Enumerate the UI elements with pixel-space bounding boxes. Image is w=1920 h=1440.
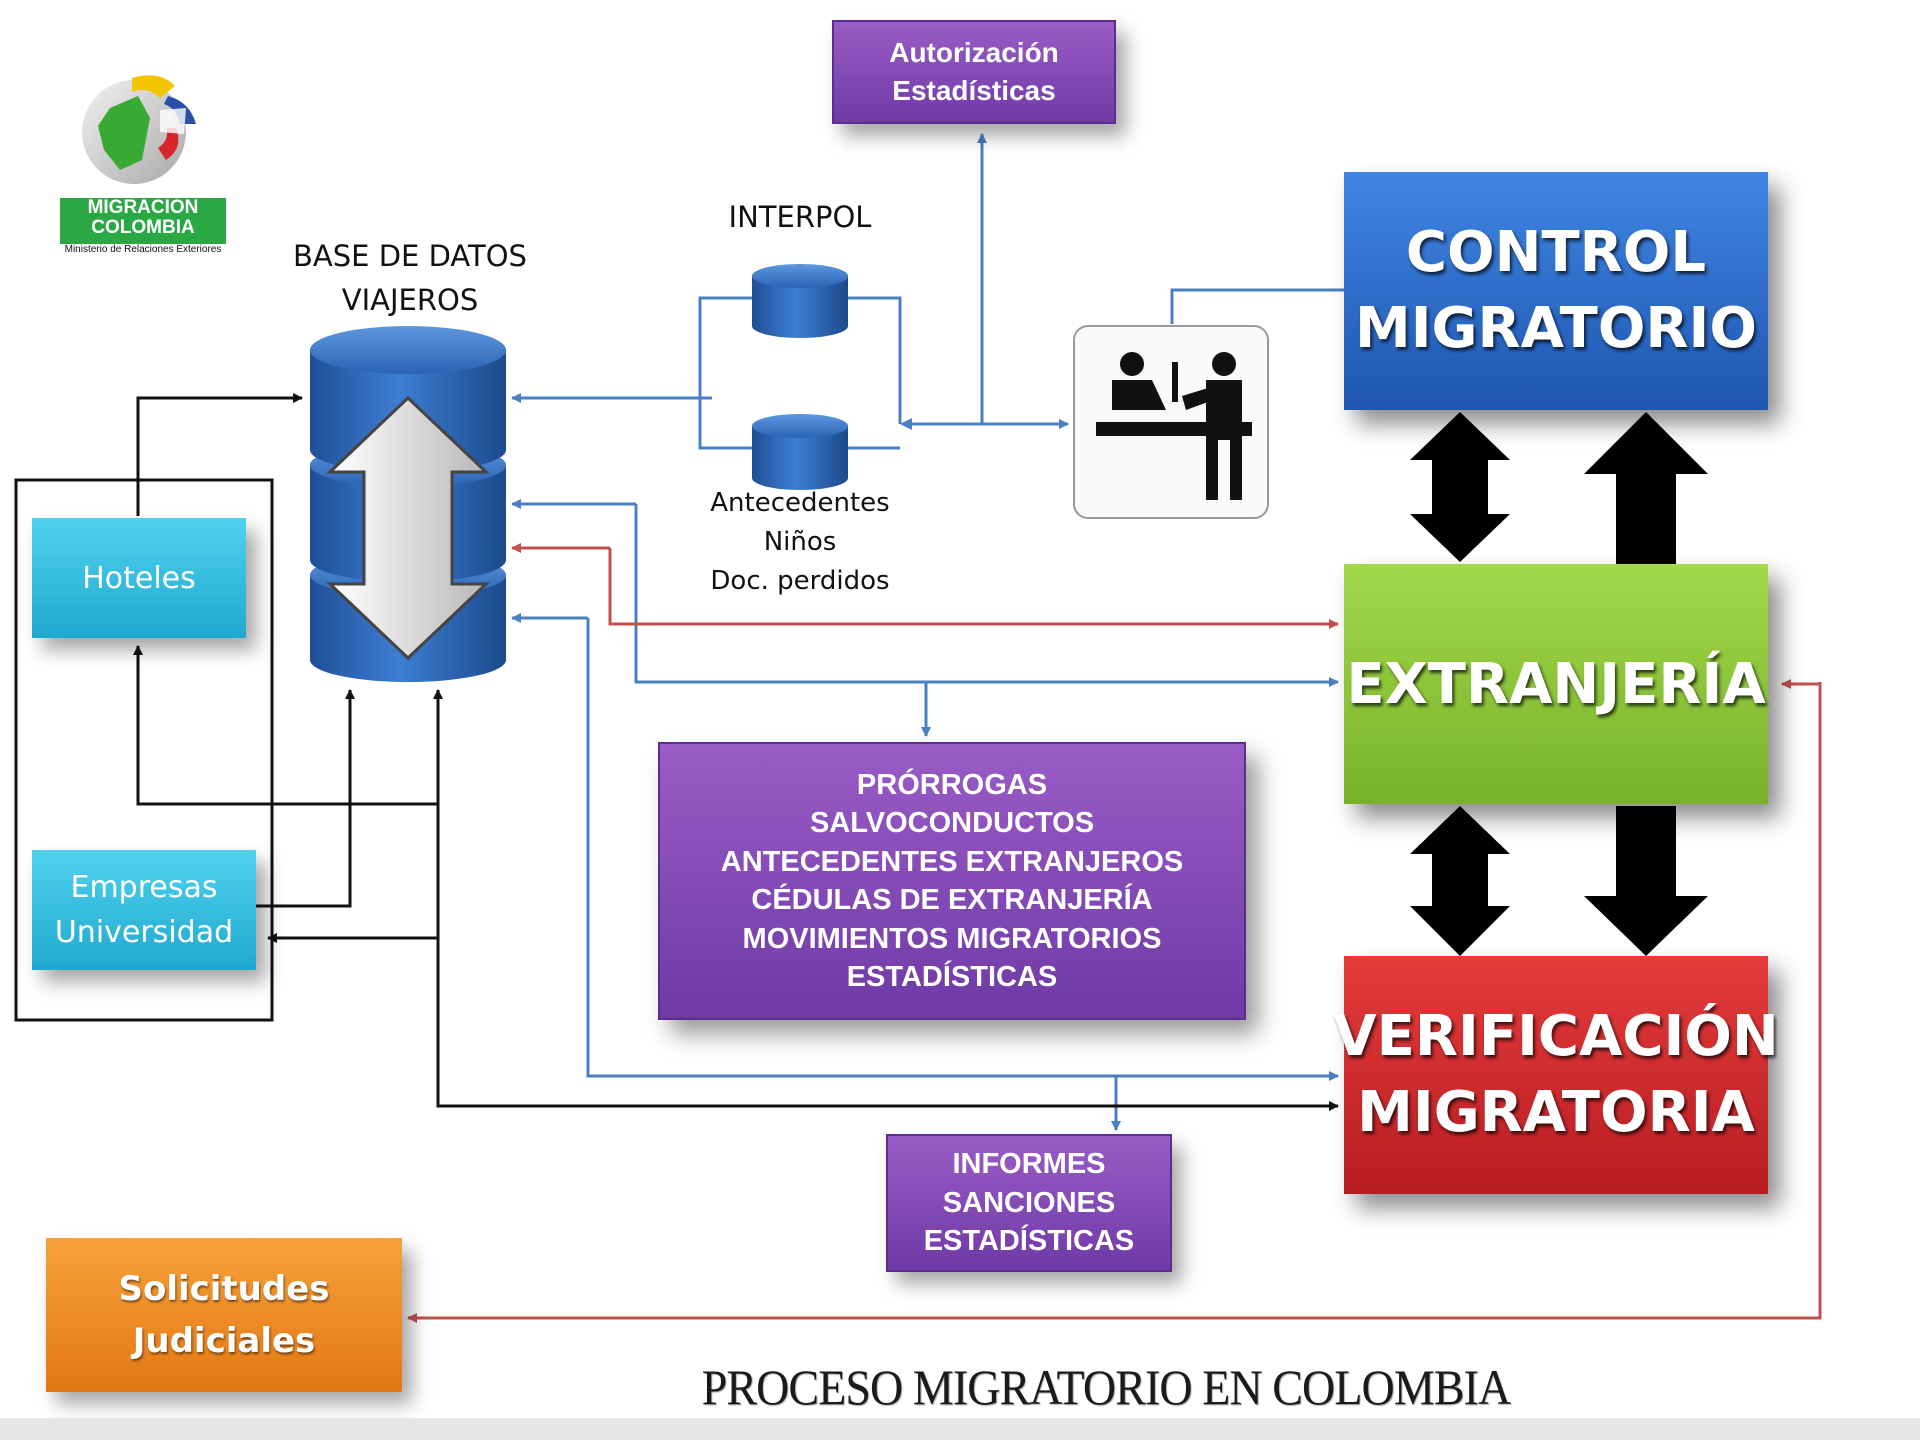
interpol-line2: Niños bbox=[763, 527, 837, 557]
informes-line3: ESTADÍSTICAS bbox=[923, 1225, 1135, 1258]
solicitudes-line2: Judiciales bbox=[132, 1321, 316, 1361]
migracion-colombia-logo bbox=[60, 75, 226, 244]
control-line1: CONTROL bbox=[1405, 220, 1707, 285]
extranjeria-box: EXTRANJERÍA bbox=[1344, 564, 1768, 804]
services-line3: ANTECEDENTES EXTRANJEROS bbox=[720, 845, 1184, 878]
verificacion-line1: VERIFICACIÓN bbox=[1333, 1004, 1779, 1069]
services-line1: PRÓRROGAS bbox=[856, 768, 1048, 801]
flow-arrows bbox=[1410, 412, 1708, 956]
database-label-line2: VIAJEROS bbox=[341, 283, 479, 317]
logo-name-line1: MIGRACIÓN bbox=[87, 197, 199, 218]
black-connectors bbox=[14, 393, 1339, 1111]
control-line2: MIGRATORIO bbox=[1354, 296, 1757, 361]
logo-name-line2: COLOMBIA bbox=[91, 217, 195, 238]
services-line5: MOVIMIENTOS MIGRATORIOS bbox=[742, 922, 1162, 955]
bottom-strip bbox=[0, 1418, 1920, 1440]
autorizacion-line1: Autorización bbox=[889, 37, 1059, 68]
services-line4: CÉDULAS DE EXTRANJERÍA bbox=[751, 884, 1153, 916]
solicitudes-line1: Solicitudes bbox=[118, 1269, 330, 1309]
autorizacion-box: Autorización Estadísticas bbox=[832, 20, 1116, 124]
extranjeria-label: EXTRANJERÍA bbox=[1346, 651, 1766, 717]
empresas-line2: Universidad bbox=[54, 915, 234, 950]
double-arrow-icon bbox=[326, 395, 490, 661]
informes-line2: SANCIONES bbox=[942, 1186, 1116, 1219]
solicitudes-judiciales-box: Solicitudes Judiciales bbox=[46, 1238, 402, 1392]
migration-control-counter-icon bbox=[1073, 325, 1269, 519]
autorizacion-line2: Estadísticas bbox=[892, 75, 1056, 106]
hoteles-box: Hoteles bbox=[32, 518, 246, 638]
interpol-database-icon bbox=[752, 264, 848, 490]
empresas-line1: Empresas bbox=[70, 870, 218, 905]
footer-title: PROCESO MIGRATORIO EN COLOMBIA bbox=[701, 1359, 1511, 1415]
colombia-map-icon bbox=[98, 96, 150, 170]
interpol-line1: Antecedentes bbox=[710, 488, 890, 518]
services-line2: SALVOCONDUCTOS bbox=[809, 807, 1095, 839]
hoteles-label: Hoteles bbox=[82, 560, 196, 596]
informes-line1: INFORMES bbox=[952, 1148, 1106, 1181]
informes-box: INFORMES SANCIONES ESTADÍSTICAS bbox=[886, 1134, 1172, 1272]
database-label: BASE DE DATOS VIAJEROS bbox=[270, 234, 550, 322]
logo-subtitle: Ministerio de Relaciones Exteriores bbox=[64, 244, 222, 255]
interpol-records: Antecedentes Niños Doc. perdidos bbox=[680, 484, 920, 601]
interpol-line3: Doc. perdidos bbox=[710, 566, 890, 596]
blue-connectors bbox=[511, 133, 1344, 1131]
verificacion-migratoria-box: VERIFICACIÓN MIGRATORIA bbox=[1333, 956, 1779, 1194]
control-migratorio-box: CONTROL MIGRATORIO bbox=[1344, 172, 1768, 410]
database-label-line1: BASE DE DATOS bbox=[293, 239, 527, 273]
empresas-universidad-box: Empresas Universidad bbox=[32, 850, 256, 970]
interpol-title: INTERPOL bbox=[728, 200, 872, 234]
verificacion-line2: MIGRATORIA bbox=[1357, 1080, 1755, 1145]
red-connectors bbox=[407, 543, 1822, 1323]
services-box: PRÓRROGAS SALVOCONDUCTOS ANTECEDENTES EX… bbox=[658, 742, 1246, 1020]
services-line6: ESTADÍSTICAS bbox=[846, 961, 1058, 993]
logo-text: MIGRACIÓN COLOMBIA bbox=[60, 198, 226, 244]
